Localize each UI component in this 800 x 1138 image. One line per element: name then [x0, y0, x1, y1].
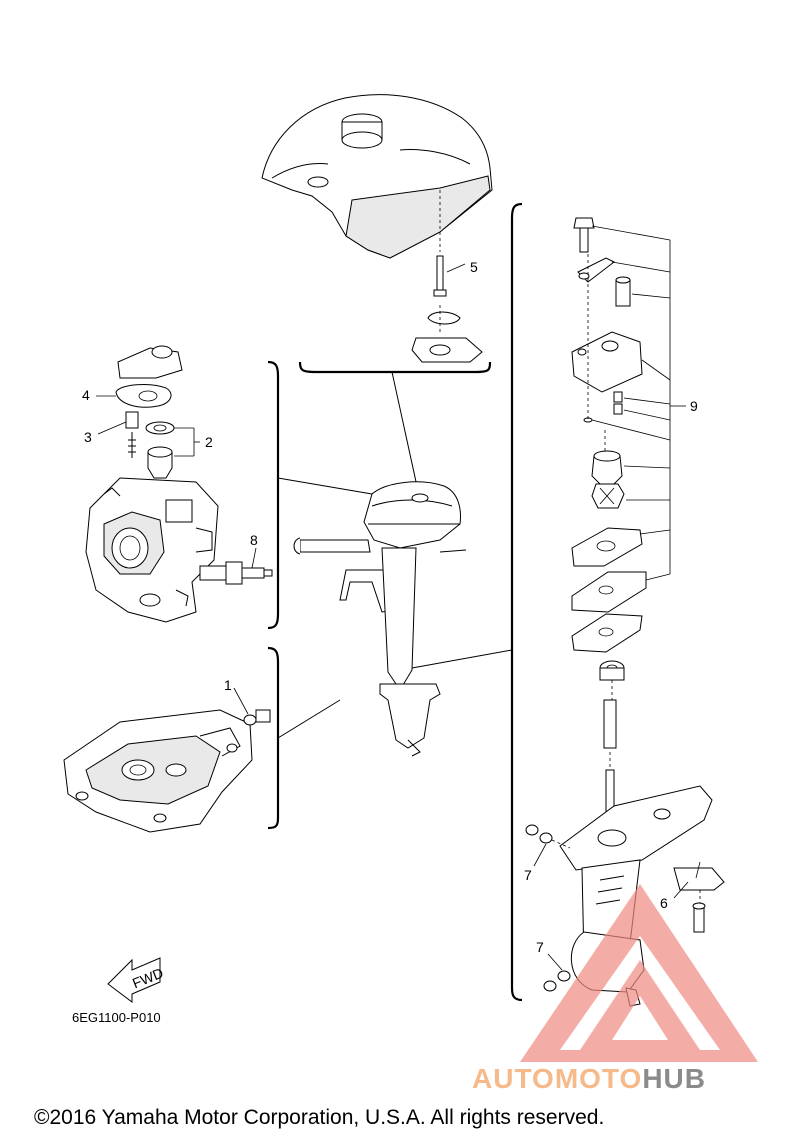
drain-screw-part-1: 1 — [224, 677, 271, 726]
callout-6: 6 — [660, 895, 668, 911]
crankcase — [63, 709, 253, 833]
fuel-pump-group: 4 3 2 — [82, 345, 213, 500]
callout-1: 1 — [224, 677, 232, 693]
callout-7-upper: 7 — [524, 867, 532, 883]
water-pump-group: 9 — [571, 217, 698, 653]
gasket-upper — [571, 527, 643, 567]
cowling-latch — [411, 337, 483, 363]
callout-9: 9 — [690, 398, 698, 414]
gasket-plate — [571, 571, 647, 613]
callout-8: 8 — [250, 532, 258, 548]
outboard-motor — [293, 481, 467, 757]
logo-text-hub: HUB — [642, 1063, 706, 1094]
motor-cowling — [363, 481, 461, 549]
motor-shaft-housing — [381, 547, 417, 691]
svg-text:AUTOMOTOHUB: AUTOMOTOHUB — [472, 1063, 706, 1094]
impeller — [591, 483, 625, 509]
pin-part-5: 5 — [427, 255, 478, 325]
callout-7-lower: 7 — [536, 939, 544, 955]
bracket-left-upper — [267, 360, 280, 630]
tiller-handle — [299, 539, 371, 553]
gasket-part-4 — [115, 384, 172, 408]
copyright-notice: ©2016 Yamaha Motor Corporation, U.S.A. A… — [34, 1106, 604, 1129]
bracket-top — [298, 361, 492, 374]
bracket-left-lower — [267, 646, 280, 830]
spark-plug-part-8: 8 — [199, 532, 273, 585]
logo-text-automoto: AUTOMOTO — [472, 1063, 642, 1094]
callout-2: 2 — [205, 434, 213, 450]
top-cowling-group — [261, 94, 493, 335]
lower-unit — [379, 683, 441, 749]
fwd-arrow: FWD — [107, 957, 166, 1003]
anti-cavitation-plate — [559, 785, 713, 871]
callout-5: 5 — [470, 259, 478, 275]
automotohub-logo: AUTOMOTOHUB — [472, 884, 758, 1094]
seal-part-2 — [145, 421, 175, 435]
callout-4: 4 — [82, 387, 90, 403]
drawing-code: 6EG1100-P010 — [72, 1010, 161, 1025]
logo-triangle-icon — [520, 884, 758, 1062]
filter-part-3 — [125, 411, 139, 429]
bracket-right — [510, 202, 523, 1002]
gasket-lower — [571, 613, 643, 653]
cylinder-block — [85, 477, 219, 623]
callout-3: 3 — [84, 429, 92, 445]
